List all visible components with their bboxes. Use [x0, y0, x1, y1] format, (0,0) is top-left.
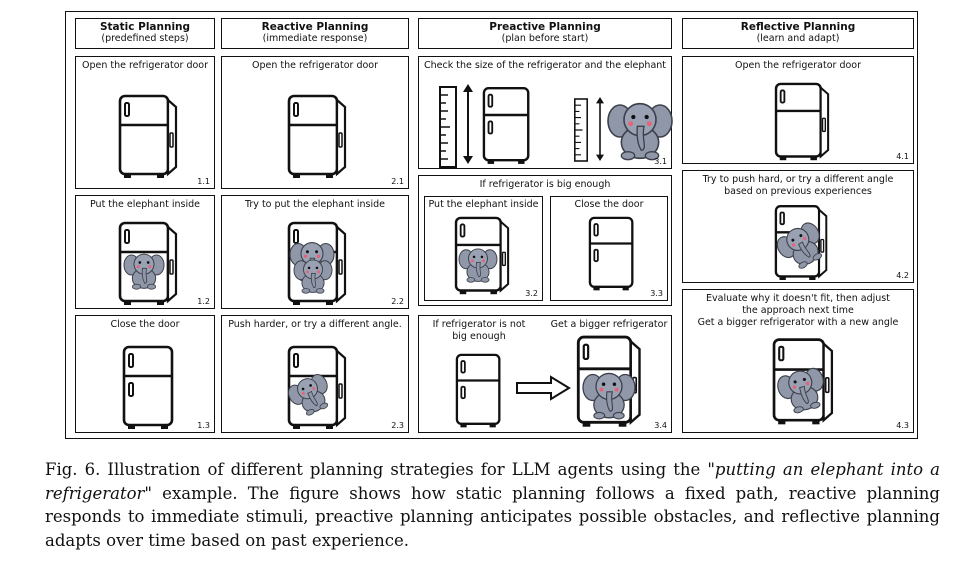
header-subtitle: (plan before start)	[501, 33, 589, 44]
header-subtitle: (predefined steps)	[101, 33, 189, 44]
diagram-frame: Static Planning (predefined steps) React…	[65, 11, 918, 439]
fridge-open-icon	[118, 94, 178, 180]
group-condition-text: If refrigerator is big enough	[479, 179, 611, 190]
panel-3-2: Put the elephant inside 3.2	[424, 196, 543, 301]
panel-number: 4.3	[896, 421, 909, 430]
panel-3-group: If refrigerator is big enough Put the el…	[418, 175, 672, 306]
panel-text: Check the size of the refrigerator and t…	[423, 60, 667, 71]
elephant-icon	[293, 259, 333, 294]
panel-number: 2.1	[391, 177, 404, 186]
caption-suffix: example. The figure shows how static pla…	[45, 483, 940, 550]
panel-4-2: Try to push hard, or try a different ang…	[682, 170, 914, 283]
panel-text: Put the elephant inside	[89, 199, 201, 210]
panel-3-1: Check the size of the refrigerator and t…	[418, 56, 673, 169]
header-title: Reflective Planning	[740, 21, 856, 33]
panel-number: 1.1	[197, 177, 210, 186]
panel-number: 2.2	[391, 297, 404, 306]
panel-text: Open the refrigerator door	[251, 60, 379, 71]
panel-text: Close the door	[110, 319, 180, 330]
header-static: Static Planning (predefined steps)	[75, 18, 215, 49]
header-title: Static Planning	[99, 21, 191, 33]
panel-1-2: Put the elephant inside 1.2	[75, 195, 215, 309]
header-reflective: Reflective Planning (learn and adapt)	[682, 18, 914, 49]
panel-text: Put the elephant inside	[428, 199, 539, 210]
header-preactive: Preactive Planning (plan before start)	[418, 18, 672, 49]
elephant-icon	[607, 102, 673, 161]
panel-text: Open the refrigerator door	[734, 60, 862, 71]
fridge-open-icon	[287, 94, 347, 180]
panel-number: 3.1	[654, 157, 667, 166]
height-arrow-icon	[596, 97, 604, 161]
fridge-closed-icon	[482, 87, 530, 166]
panel-1-3: Close the door 1.3	[75, 315, 215, 433]
panel-text: Open the refrigerator door	[81, 60, 209, 71]
header-title: Reactive Planning	[261, 21, 369, 33]
panel-number: 1.2	[197, 297, 210, 306]
arrow-right-icon	[516, 375, 571, 401]
height-arrow-icon	[463, 84, 473, 164]
panel-2-3: Push harder, or try a different angle. 2…	[221, 315, 409, 433]
panel-number: 3.4	[654, 421, 667, 430]
panel-text-left: If refrigerator is not big enough	[432, 319, 526, 342]
panel-text: Close the door	[574, 199, 644, 210]
fridge-closed-icon	[455, 353, 501, 429]
header-subtitle: (immediate response)	[262, 33, 368, 44]
panel-2-1: Open the refrigerator door 2.1	[221, 56, 409, 189]
elephant-icon	[582, 372, 636, 420]
header-title: Preactive Planning	[489, 21, 601, 33]
header-subtitle: (learn and adapt)	[756, 33, 840, 44]
caption-italic: "putting an elephant into a refrigerator…	[45, 460, 940, 503]
panel-text: Try to put the elephant inside	[244, 199, 385, 210]
panel-3-3: Close the door 3.3	[550, 196, 668, 301]
panel-number: 4.2	[896, 271, 909, 280]
panel-text: Evaluate why it doesn't fit, then adjust…	[697, 293, 899, 328]
panel-4-1: Open the refrigerator door 4.1	[682, 56, 914, 164]
fridge-closed-icon	[122, 345, 174, 431]
panel-number: 3.2	[525, 289, 538, 298]
panel-2-2: Try to put the elephant inside 2.2	[221, 195, 409, 309]
panel-number: 3.3	[650, 289, 663, 298]
panel-1-1: Open the refrigerator door 1.1	[75, 56, 215, 189]
panel-number: 1.3	[197, 421, 210, 430]
panel-text: Push harder, or try a different angle.	[228, 319, 402, 330]
panel-3-4: If refrigerator is not big enough Get a …	[418, 315, 672, 433]
fridge-closed-icon	[588, 216, 634, 292]
ruler-icon	[574, 98, 588, 162]
ruler-icon	[439, 86, 457, 168]
caption-prefix: Fig. 6. Illustration of different planni…	[45, 460, 708, 479]
figure-caption: Fig. 6. Illustration of different planni…	[45, 458, 940, 552]
header-reactive: Reactive Planning (immediate response)	[221, 18, 409, 49]
elephant-icon	[458, 248, 498, 283]
panel-4-3: Evaluate why it doesn't fit, then adjust…	[682, 289, 914, 433]
panel-text: Try to push hard, or try a different ang…	[702, 174, 894, 197]
panel-text-right: Get a bigger refrigerator	[550, 319, 668, 330]
elephant-icon	[123, 253, 165, 290]
fridge-open-icon	[774, 82, 830, 162]
panel-number: 4.1	[896, 152, 909, 161]
panel-number: 2.3	[391, 421, 404, 430]
